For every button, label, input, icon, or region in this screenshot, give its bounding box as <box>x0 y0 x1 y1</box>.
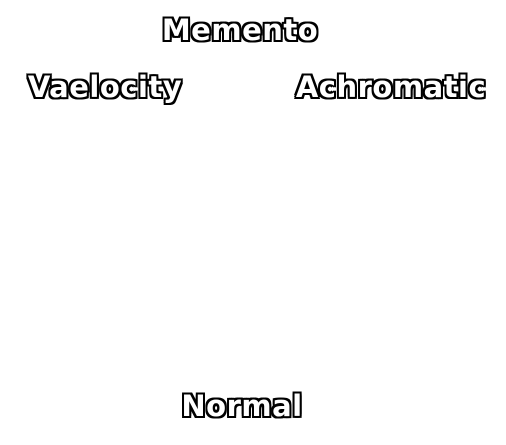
option-achromatic[interactable]: Achromatic <box>295 70 487 104</box>
option-memento[interactable]: Memento <box>161 13 319 47</box>
option-vaelocity[interactable]: Vaelocity <box>27 70 183 104</box>
option-normal[interactable]: Normal <box>180 389 303 423</box>
